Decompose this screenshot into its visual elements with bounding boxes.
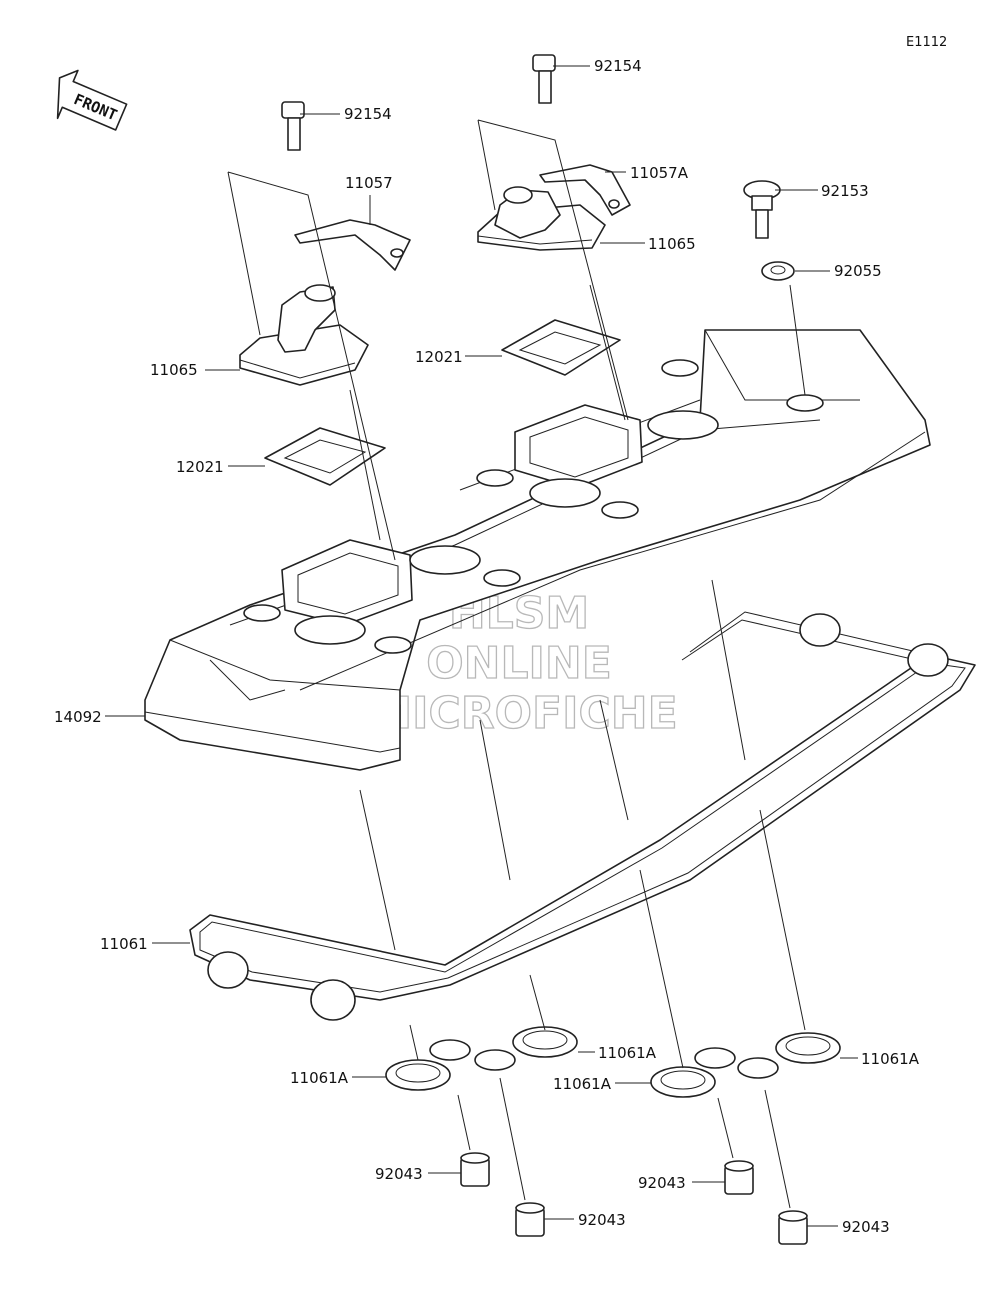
collar-1 (460, 1152, 490, 1187)
bolt-cap (743, 180, 781, 239)
washer (761, 261, 795, 281)
collar-4 (778, 1210, 808, 1245)
breather-cover-right (477, 186, 606, 251)
callout-bolt-cap: 92153 (821, 182, 869, 200)
callout-plug-gasket-2: 11061A (598, 1044, 657, 1062)
callout-head-cover: 14092 (54, 708, 102, 726)
callout-bolt-upper-right: 92154 (594, 57, 642, 75)
diagram-code: E1112 (906, 35, 947, 50)
callout-washer: 92055 (834, 262, 882, 280)
collar-3 (724, 1160, 754, 1195)
bracket-left (294, 219, 411, 271)
breather-cover-left (239, 284, 369, 386)
callout-collar-4: 92043 (842, 1218, 890, 1236)
callout-bracket-left: 11057 (345, 174, 393, 192)
callout-bolt-upper-left: 92154 (344, 105, 392, 123)
reed-valve-gasket-left (264, 427, 386, 486)
callout-plug-gasket-3: 11061A (553, 1075, 612, 1093)
plug-gasket-4 (737, 1032, 841, 1079)
bracket-right (539, 164, 631, 216)
callout-collar-3: 92043 (638, 1174, 686, 1192)
front-arrow-icon: FRONT (56, 69, 128, 131)
watermark-line-2: ONLINE (426, 638, 612, 689)
callout-plug-gasket-4: 11061A (861, 1050, 920, 1068)
callout-collar-1: 92043 (375, 1165, 423, 1183)
leader-lines (105, 65, 858, 1227)
cylinder-head-cover (144, 329, 931, 771)
callout-reed-gasket-left: 12021 (176, 458, 224, 476)
bolt-right (532, 54, 556, 104)
watermark: HLSM ONLINE MICROFICHE (368, 587, 679, 739)
plug-gasket-3 (650, 1047, 736, 1098)
callout-labels: 92154 92154 11057 11057A 11065 92153 920… (54, 57, 920, 1236)
bolt-left (281, 101, 305, 151)
callout-breather-cover-right: 11065 (648, 235, 696, 253)
head-cover-gasket (189, 611, 976, 1021)
assembly-lines (227, 119, 806, 1209)
callout-cover-gasket: 11061 (100, 935, 148, 953)
collar-2 (515, 1202, 545, 1237)
plug-gasket-1 (385, 1039, 471, 1091)
watermark-line-3: MICROFICHE (368, 688, 677, 739)
callout-plug-gasket-1: 11061A (290, 1069, 349, 1087)
callout-reed-gasket-right: 12021 (415, 348, 463, 366)
plug-gasket-2 (474, 1026, 578, 1071)
callout-breather-cover-left: 11065 (150, 361, 198, 379)
reed-valve-gasket-right (501, 319, 621, 376)
callout-bracket-right: 11057A (630, 164, 689, 182)
callout-collar-2: 92043 (578, 1211, 626, 1229)
